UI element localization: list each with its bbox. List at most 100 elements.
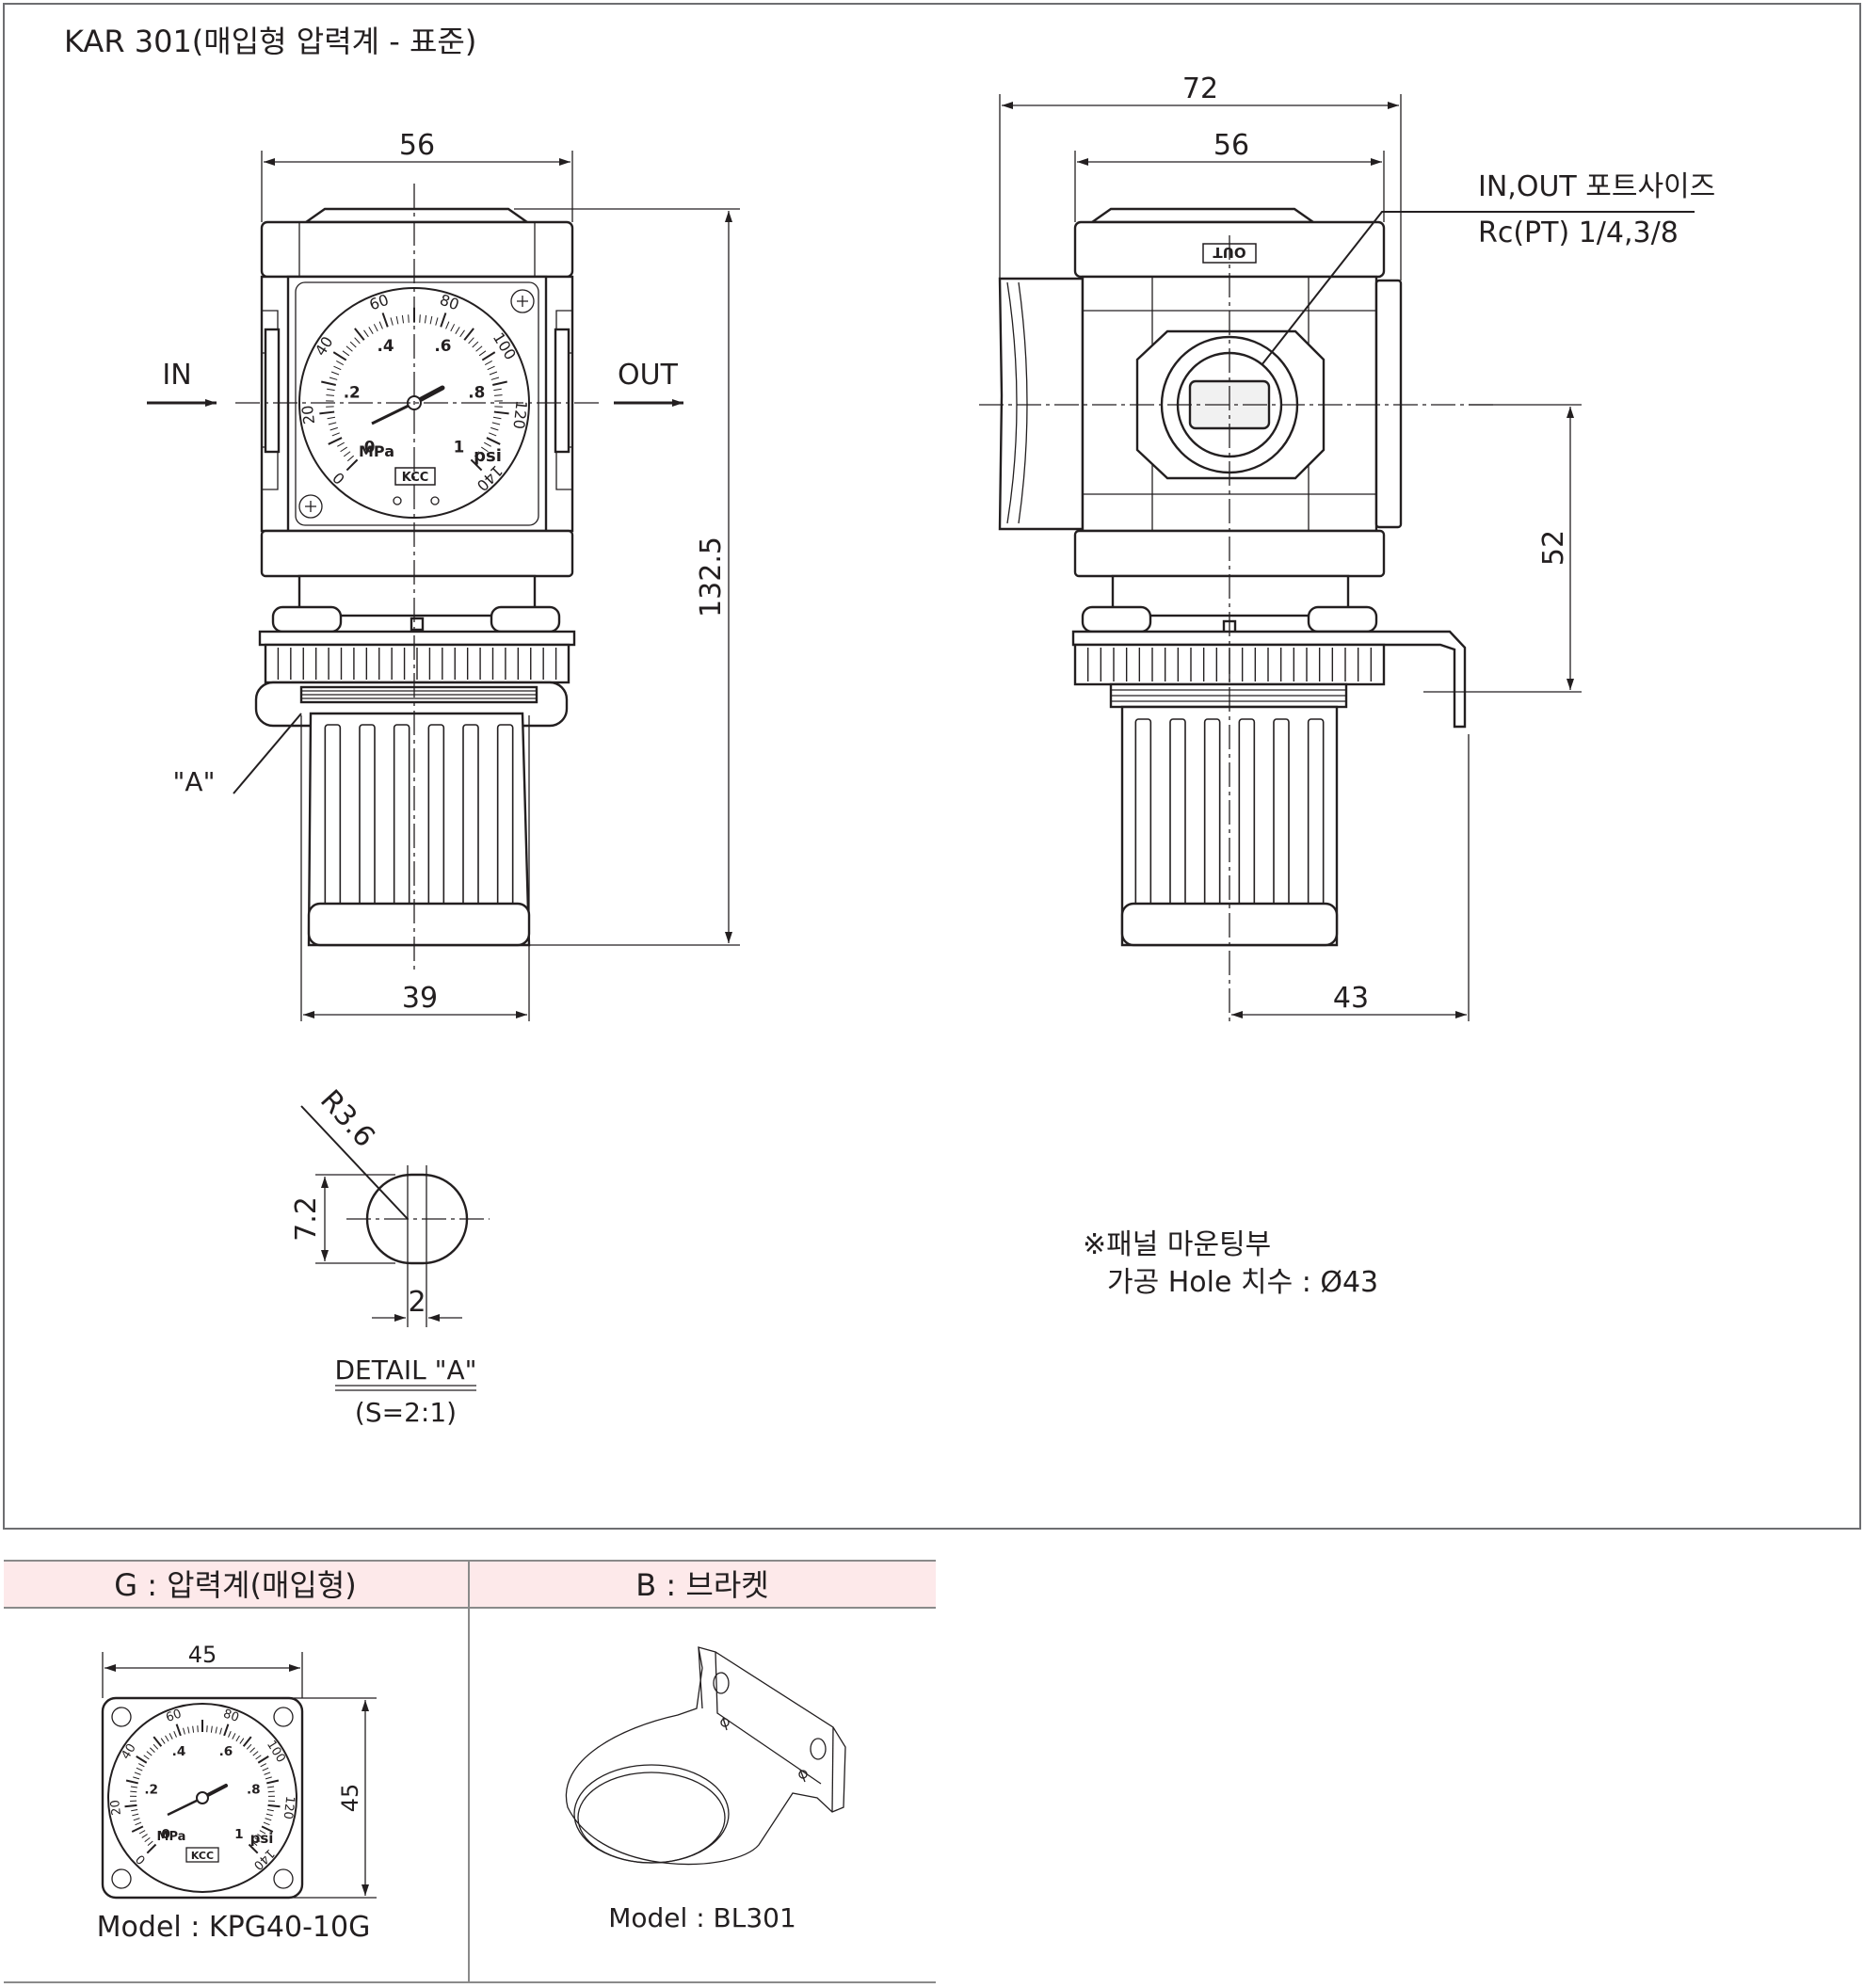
gauge-tick [346, 455, 355, 462]
gauge-mpa-label: .4 [172, 1744, 186, 1759]
table-header-gauge: G : 압력계(매입형) [114, 1567, 357, 1603]
gauge-tick [251, 1840, 258, 1847]
gauge-tick [137, 1763, 145, 1768]
dim-side-outer-width: 72 [1182, 72, 1218, 105]
gauge-tick [246, 1743, 252, 1750]
gauge-mpa-label: 0 [364, 437, 376, 456]
gauge-mpa-label: .2 [344, 383, 361, 402]
gauge-tick [215, 1726, 217, 1734]
gauge-tick [135, 1821, 142, 1826]
label-detail-ref: "A" [173, 766, 216, 797]
gauge-mpa-label: .4 [378, 336, 394, 355]
side-view: OUT [979, 207, 1695, 1021]
gauge-tick [343, 451, 351, 457]
gauge-tick [249, 1747, 256, 1753]
dim-side-inner-width: 56 [1213, 129, 1249, 162]
knob-groove [496, 724, 514, 906]
gauge-tick [146, 1751, 153, 1756]
gauge-tick [257, 1834, 264, 1838]
gauge-mpa-label: .2 [144, 1782, 158, 1797]
gauge-tick [175, 1723, 182, 1737]
gauge-tick [472, 341, 479, 348]
gauge-tick [260, 1763, 267, 1768]
gauge-tick [489, 371, 498, 376]
gauge-tick [267, 1786, 275, 1788]
gauge-tick [192, 1725, 195, 1733]
gauge-mpa-label: 1 [234, 1827, 244, 1842]
gauge-tick [478, 350, 487, 357]
gauge-psi-label: 20 [108, 1799, 124, 1816]
gauge-psi-label: 40 [119, 1741, 139, 1762]
gauge-tick [459, 329, 465, 338]
gauge-tick [242, 1736, 252, 1747]
gauge-ticks [319, 307, 509, 472]
gauge-tick [363, 329, 369, 338]
gauge-tick [342, 350, 350, 357]
gauge-tick [327, 388, 335, 392]
knob-groove [1169, 718, 1186, 906]
drawing-frame [3, 3, 1861, 1530]
gauge-tick [395, 315, 399, 325]
gauge-tick [445, 321, 450, 329]
label-in: IN [162, 359, 191, 392]
gauge-tick [149, 1747, 155, 1753]
gauge-tick [262, 1767, 269, 1772]
gauge-tick [265, 1776, 272, 1780]
knob-groove [1203, 718, 1221, 906]
knob-groove [1273, 718, 1290, 906]
gauge-dim-width: 45 [188, 1642, 217, 1668]
gauge-tick [133, 1818, 140, 1821]
gauge-tick [332, 351, 347, 361]
gauge-tick [329, 377, 338, 380]
bracket-model: Model : BL301 [608, 1902, 796, 1933]
gauge-tick [491, 422, 501, 425]
gauge-mpa-label: 0 [161, 1827, 170, 1842]
port-size-value: Rc(PT) 1/4,3/8 [1478, 216, 1679, 249]
detail-height: 7.2 [290, 1196, 323, 1242]
gauge-tick [265, 1818, 272, 1821]
gauge-tick [261, 1825, 274, 1833]
detail-title: DETAIL "A" [334, 1355, 476, 1386]
gauge-tick [183, 1727, 185, 1735]
gauge-tick [132, 1813, 139, 1817]
gauge-tick [329, 426, 338, 431]
gauge-tick [390, 317, 394, 326]
gauge-tick [267, 1790, 275, 1793]
gauge-tick [319, 410, 335, 415]
gauge-tick [419, 314, 421, 323]
panel-note-line1: ※패널 마운팅부 [1083, 1228, 1271, 1261]
label-out: OUT [618, 359, 679, 392]
gauge-tick [133, 1776, 140, 1780]
gauge-tick [328, 437, 343, 445]
gauge-tick [490, 426, 499, 431]
gauge-tick [468, 337, 474, 345]
gauge-brand-logo: KCC [402, 471, 429, 485]
gauge-mpa-label: .8 [468, 383, 485, 402]
gauge-psi-label: 80 [221, 1707, 241, 1725]
gauge-tick [481, 351, 496, 361]
gauge-tick [450, 324, 456, 332]
gauge-tick [321, 380, 336, 386]
gauge-tick [475, 345, 483, 352]
detail-scale: (S=2:1) [355, 1397, 457, 1428]
gauge-tick [381, 313, 389, 328]
gauge-mpa-label: .6 [219, 1744, 233, 1759]
gauge-psi-label: 120 [509, 399, 530, 429]
gauge-tick [141, 1834, 148, 1838]
gauge-tick [173, 1730, 177, 1738]
side-dimensions: 72 56 52 43 IN,OUT 포트사이즈 Rc(PT) 1/4,3/8 [999, 72, 1715, 1021]
knob-groove [359, 724, 376, 906]
gauge-tick [326, 394, 334, 396]
gauge-tick [153, 1736, 163, 1747]
gauge-tick [255, 1755, 262, 1760]
gauge-tick [138, 1830, 146, 1835]
knob-groove [462, 724, 479, 906]
gauge-tick [265, 1813, 273, 1817]
gauge-unit-mpa: MPa [359, 442, 394, 460]
gauge-tick [147, 1840, 153, 1847]
gauge-tick [484, 361, 492, 365]
panel-note-line2: 가공 Hole 치수 : Ø43 [1107, 1266, 1378, 1299]
gauge-tick [429, 315, 433, 325]
